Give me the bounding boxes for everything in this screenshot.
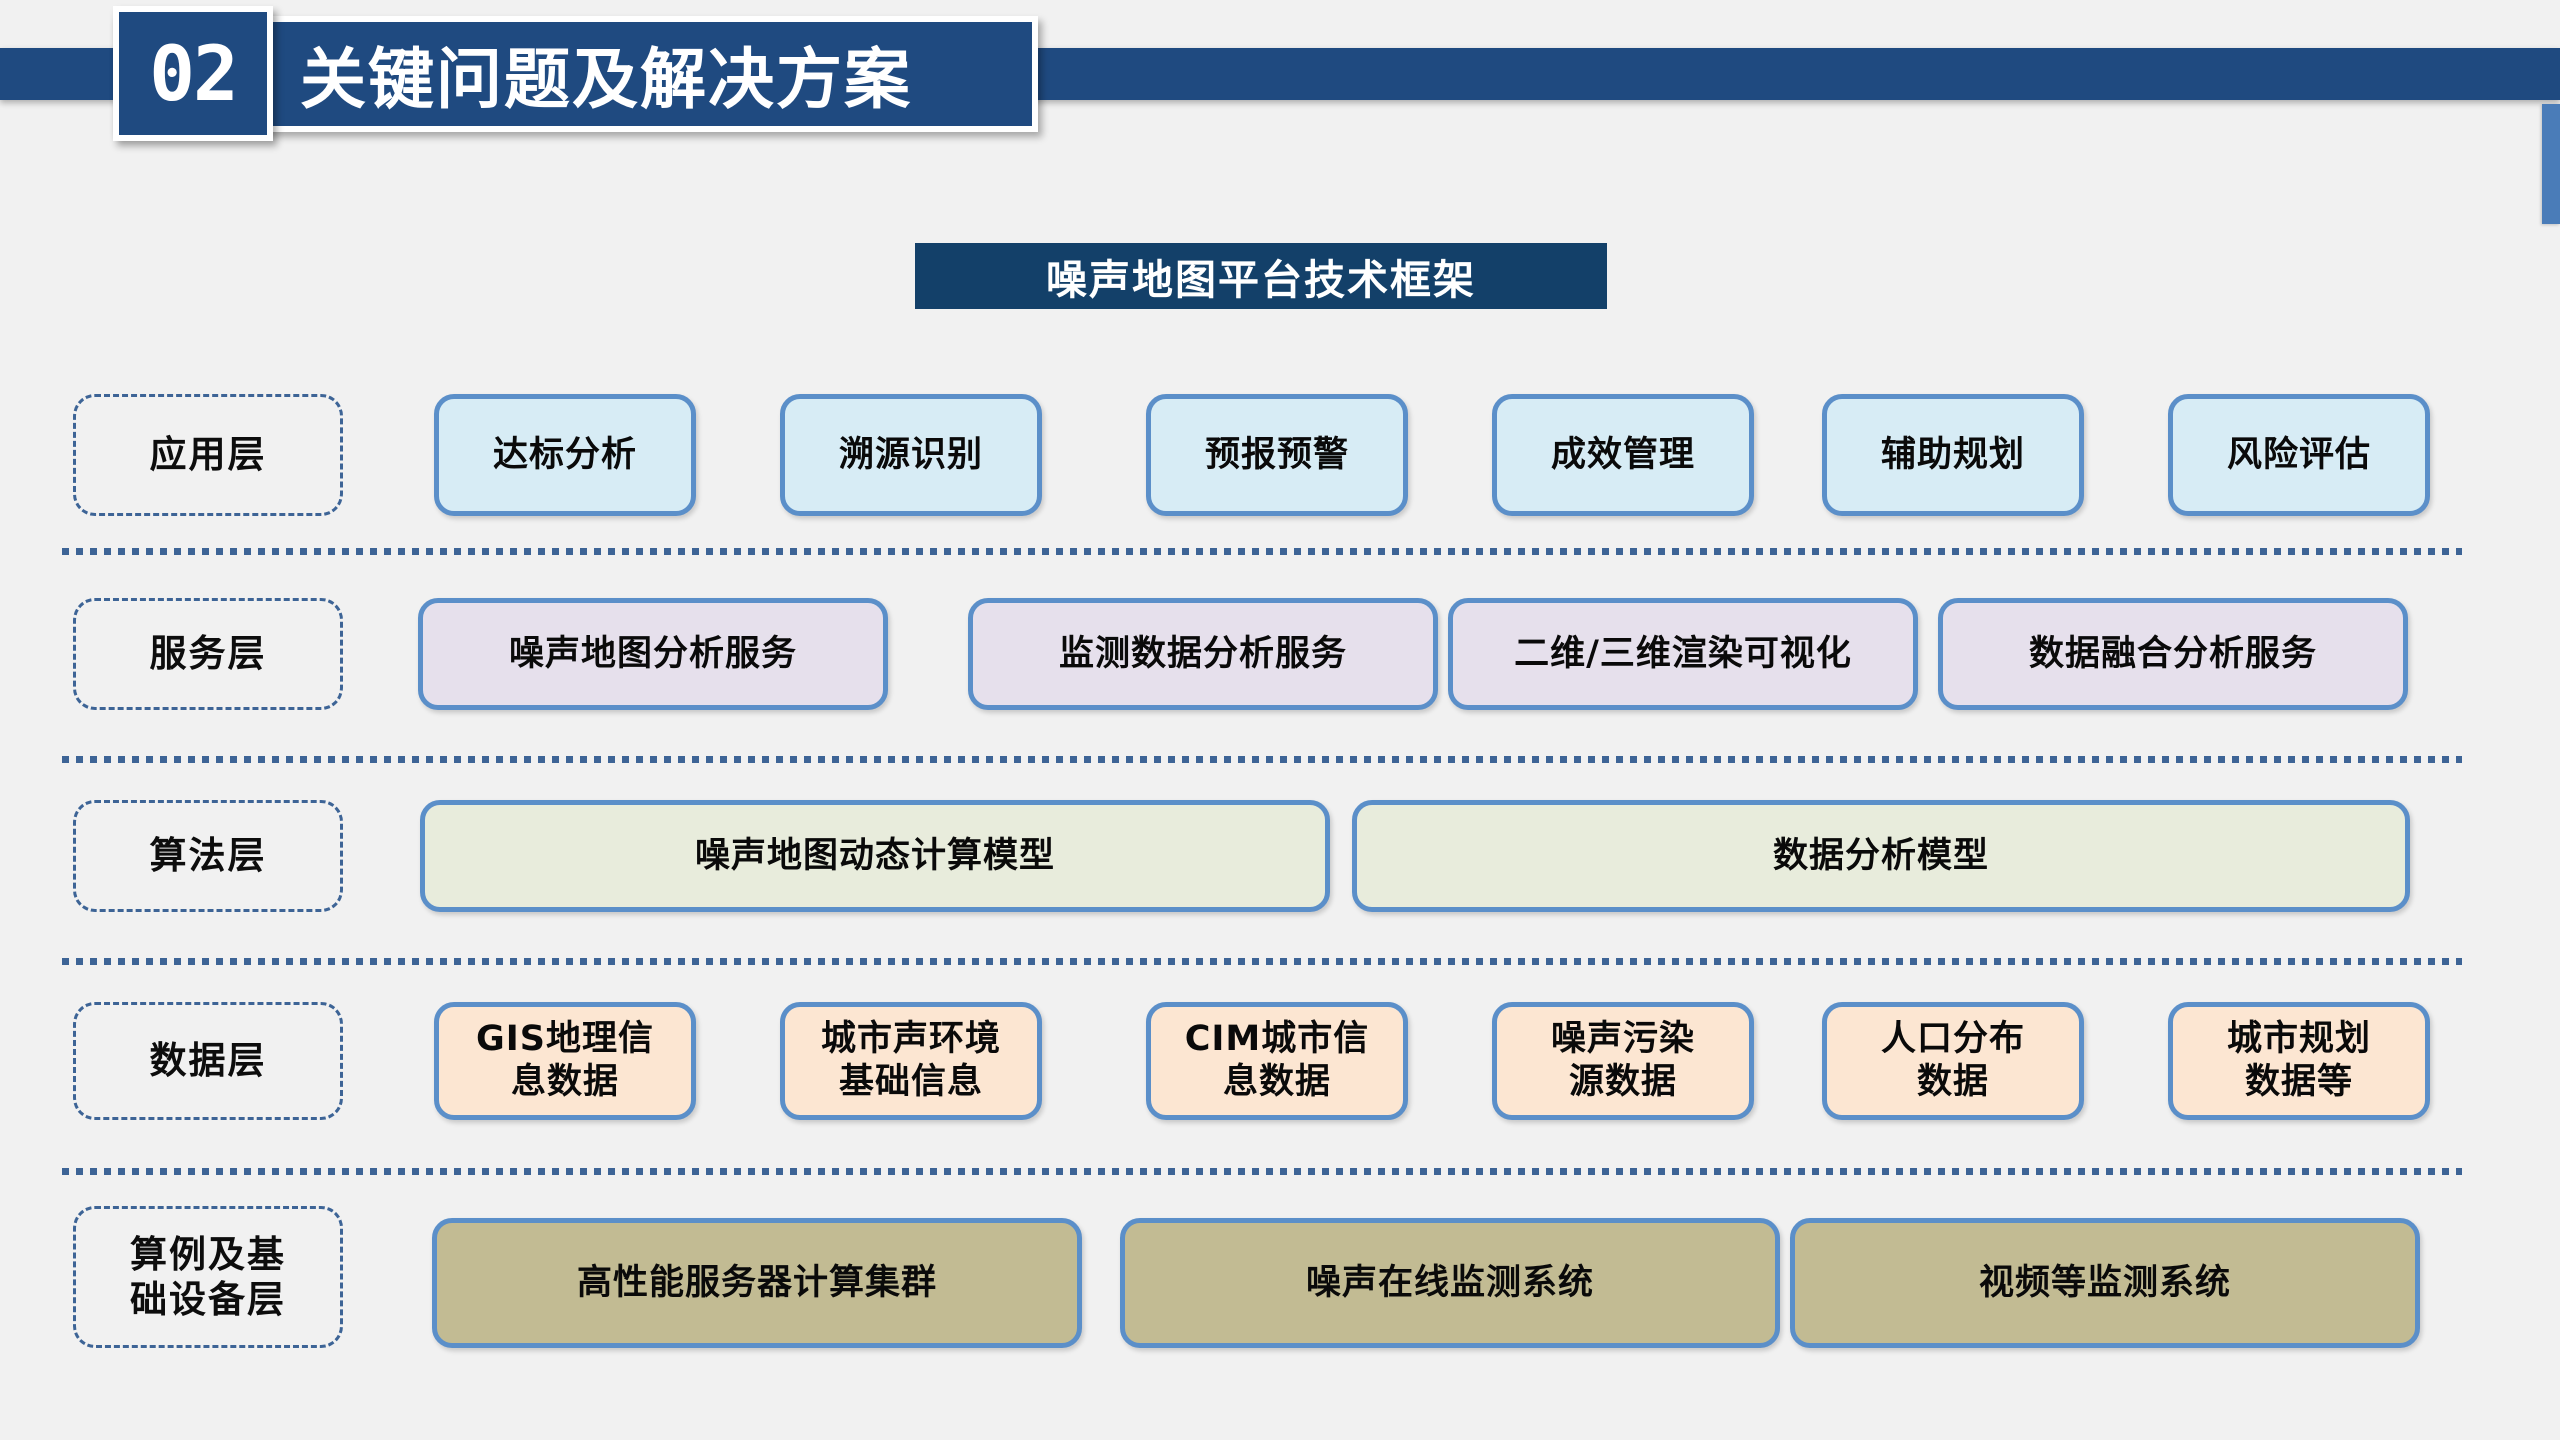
framework-node-label: 视频等监测系统 [1978, 1262, 2231, 1303]
framework-node-label: 城市规划数据等 [2226, 1019, 2371, 1102]
slide-header: 关键问题及解决方案 02 [0, 0, 2560, 160]
layer-label-text: 应用层 [149, 433, 267, 477]
framework-node-label: 二维/三维渲染可视化 [1514, 633, 1852, 674]
layer-label-algorithm: 算法层 [73, 800, 343, 912]
framework-node-application-1[interactable]: 达标分析 [434, 394, 696, 516]
diagram-title-text: 噪声地图平台技术框架 [1046, 256, 1476, 304]
section-number: 02 [149, 28, 239, 118]
framework-node-label: 人口分布数据 [1880, 1019, 2025, 1102]
framework-node-label: 成效管理 [1550, 434, 1695, 475]
framework-node-label: 数据融合分析服务 [2028, 633, 2317, 674]
section-title: 关键问题及解决方案 [300, 41, 912, 118]
framework-node-algorithm-1[interactable]: 噪声地图动态计算模型 [420, 800, 1330, 912]
framework-node-data-3[interactable]: CIM城市信息数据 [1146, 1002, 1408, 1120]
framework-node-label: 溯源识别 [838, 434, 983, 475]
framework-node-service-3[interactable]: 二维/三维渲染可视化 [1448, 598, 1918, 710]
right-edge-accent-bar [2542, 104, 2560, 224]
layer-label-data: 数据层 [73, 1002, 343, 1120]
framework-node-data-2[interactable]: 城市声环境基础信息 [780, 1002, 1042, 1120]
framework-node-infrastructure-2[interactable]: 噪声在线监测系统 [1120, 1218, 1780, 1348]
framework-node-label: 噪声在线监测系统 [1305, 1262, 1594, 1303]
framework-node-infrastructure-1[interactable]: 高性能服务器计算集群 [432, 1218, 1082, 1348]
layer-label-text: 算法层 [149, 834, 267, 878]
layer-label-service: 服务层 [73, 598, 343, 710]
framework-node-service-1[interactable]: 噪声地图分析服务 [418, 598, 888, 710]
framework-node-application-3[interactable]: 预报预警 [1146, 394, 1408, 516]
framework-node-data-6[interactable]: 城市规划数据等 [2168, 1002, 2430, 1120]
layer-divider-3 [62, 958, 2462, 965]
layer-label-text: 数据层 [149, 1039, 267, 1083]
framework-node-data-1[interactable]: GIS地理信息数据 [434, 1002, 696, 1120]
diagram-title-banner: 噪声地图平台技术框架 [915, 243, 1607, 309]
framework-node-label: 高性能服务器计算集群 [576, 1262, 937, 1303]
framework-node-label: 监测数据分析服务 [1058, 633, 1347, 674]
layer-divider-1 [62, 548, 2462, 555]
framework-node-label: 预报预警 [1204, 434, 1349, 475]
layer-label-text: 算例及基础设备层 [130, 1232, 286, 1321]
framework-node-algorithm-2[interactable]: 数据分析模型 [1352, 800, 2410, 912]
layer-label-application: 应用层 [73, 394, 343, 516]
framework-node-data-4[interactable]: 噪声污染源数据 [1492, 1002, 1754, 1120]
framework-node-infrastructure-3[interactable]: 视频等监测系统 [1790, 1218, 2420, 1348]
framework-node-label: 噪声地图动态计算模型 [694, 835, 1055, 876]
framework-node-application-4[interactable]: 成效管理 [1492, 394, 1754, 516]
framework-node-label: 辅助规划 [1880, 434, 2025, 475]
framework-node-data-5[interactable]: 人口分布数据 [1822, 1002, 2084, 1120]
layer-divider-4 [62, 1168, 2462, 1175]
layer-label-infrastructure: 算例及基础设备层 [73, 1206, 343, 1348]
framework-node-label: GIS地理信息数据 [476, 1019, 654, 1102]
framework-node-service-4[interactable]: 数据融合分析服务 [1938, 598, 2408, 710]
framework-node-label: CIM城市信息数据 [1184, 1019, 1370, 1102]
framework-node-application-5[interactable]: 辅助规划 [1822, 394, 2084, 516]
header-title-container: 关键问题及解决方案 [280, 16, 1038, 132]
framework-node-label: 达标分析 [492, 434, 637, 475]
layer-divider-2 [62, 756, 2462, 763]
section-number-badge: 02 [113, 6, 273, 141]
framework-node-label: 噪声污染源数据 [1550, 1019, 1695, 1102]
framework-node-application-6[interactable]: 风险评估 [2168, 394, 2430, 516]
framework-node-label: 风险评估 [2226, 434, 2371, 475]
framework-node-label: 城市声环境基础信息 [820, 1019, 1001, 1102]
framework-node-label: 噪声地图分析服务 [508, 633, 797, 674]
framework-node-service-2[interactable]: 监测数据分析服务 [968, 598, 1438, 710]
framework-node-label: 数据分析模型 [1772, 835, 1989, 876]
layer-label-text: 服务层 [149, 632, 267, 676]
framework-node-application-2[interactable]: 溯源识别 [780, 394, 1042, 516]
